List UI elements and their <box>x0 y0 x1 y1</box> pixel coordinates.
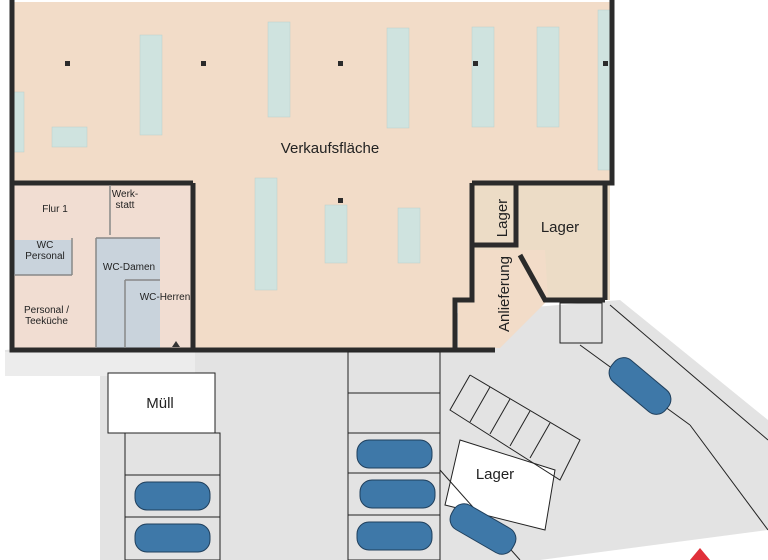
room-label-workshop: Werk- statt <box>111 189 139 211</box>
room-label-delivery: Anlieferung <box>496 256 513 332</box>
wc-staff-floor <box>14 240 72 275</box>
room-label-storage-large: Lager <box>540 219 580 236</box>
room-label-storage-small: Lager <box>494 198 511 238</box>
room-label-wc-women: WC-Damen <box>102 262 156 273</box>
label-storage-outside: Lager <box>475 466 515 483</box>
room-label-wc-men: WC-Herren <box>139 292 191 303</box>
room-label-staff-kitchen: Personal / Teeküche <box>23 305 70 327</box>
cars <box>134 357 672 555</box>
entrance-arrow-icon <box>172 341 180 347</box>
compass-marker-icon <box>690 548 710 560</box>
shelves <box>13 9 611 291</box>
room-label-wc-staff: WC Personal <box>25 240 65 262</box>
walkway <box>5 352 195 376</box>
delivery-floor <box>458 250 548 348</box>
columns <box>65 61 608 203</box>
walls <box>9 0 615 353</box>
label-waste: Müll <box>146 395 174 412</box>
room-label-sales: Verkaufsfläche <box>280 140 380 157</box>
room-label-corridor: Flur 1 <box>42 204 68 215</box>
wc-women-floor <box>96 238 160 348</box>
interior-walls <box>14 185 160 348</box>
